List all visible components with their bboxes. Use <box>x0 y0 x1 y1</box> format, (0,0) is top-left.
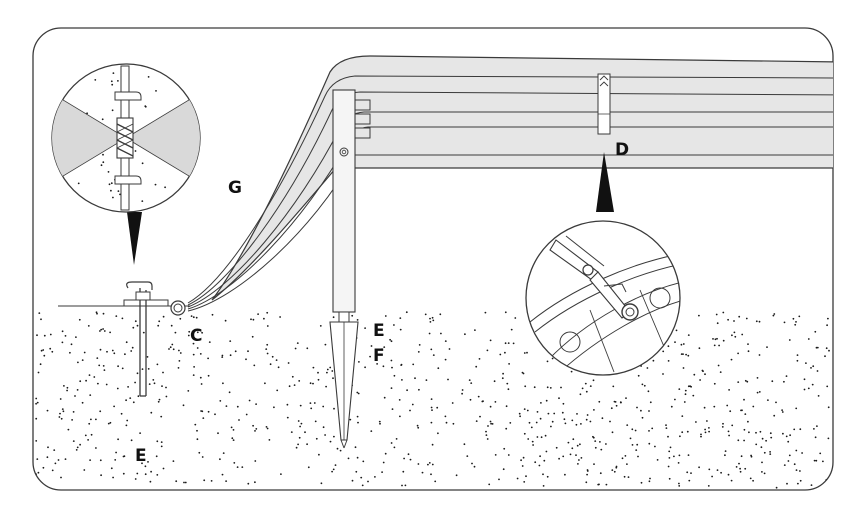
label-f: F <box>373 346 385 366</box>
left-detail-pointer <box>127 212 142 265</box>
right-detail-pointer <box>596 152 614 212</box>
label-c: C <box>190 326 202 346</box>
roof-clamp-strap <box>597 73 611 135</box>
label-d: D <box>615 140 629 160</box>
label-e-ground: E <box>135 446 147 466</box>
label-e-pole: E <box>373 321 385 341</box>
guy-rope-peg <box>123 281 186 397</box>
clamp-detail-magnifier <box>525 220 681 376</box>
canopy-roof <box>187 55 833 312</box>
canopy-pole <box>329 89 359 449</box>
label-g: G <box>228 178 242 198</box>
